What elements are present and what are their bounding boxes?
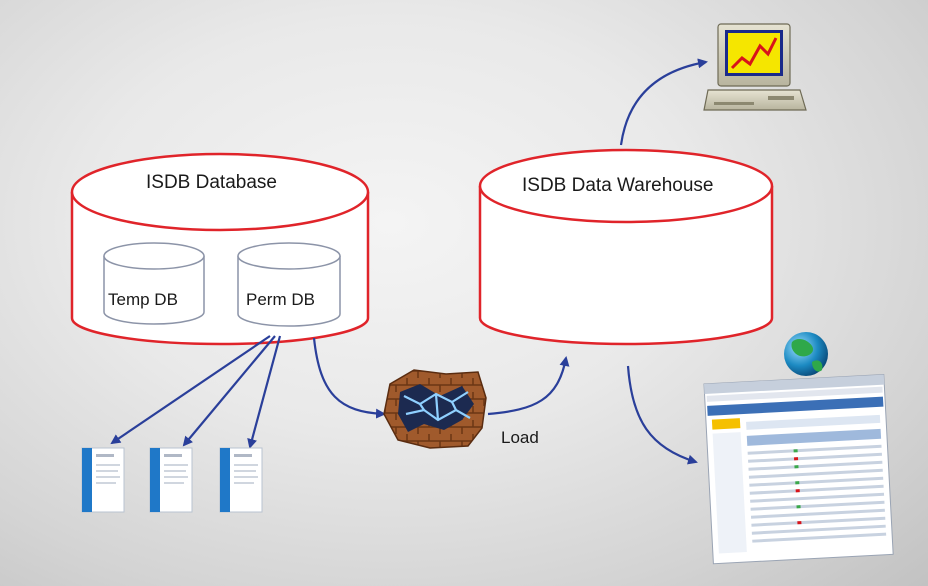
arrow-to-desktop xyxy=(619,58,708,146)
perm-db-label: Perm DB xyxy=(246,290,315,309)
arrow-to-web-report xyxy=(626,365,698,465)
arrow-to-doc-1 xyxy=(110,335,271,445)
load-arrow xyxy=(487,356,570,416)
arrow-to-etl xyxy=(312,337,386,419)
globe-icon xyxy=(784,332,828,376)
arrow-to-doc-2 xyxy=(182,335,276,447)
temp-db-label: Temp DB xyxy=(108,290,178,309)
export-arrows xyxy=(110,335,282,449)
computer-chart-icon xyxy=(703,23,807,111)
data-warehouse-cylinder xyxy=(478,148,774,346)
load-label: Load xyxy=(501,428,539,447)
temp-db-cylinder xyxy=(103,242,205,325)
data-warehouse-label: ISDB Data Warehouse xyxy=(522,175,714,196)
document-icon xyxy=(219,447,263,513)
isdb-database-label: ISDB Database xyxy=(146,172,277,193)
perm-db-cylinder xyxy=(237,242,341,327)
document-icon xyxy=(149,447,193,513)
document-icon xyxy=(81,447,125,513)
etl-transform-icon xyxy=(383,369,487,449)
arrow-to-doc-3 xyxy=(247,335,282,449)
web-report-icon xyxy=(703,374,894,565)
